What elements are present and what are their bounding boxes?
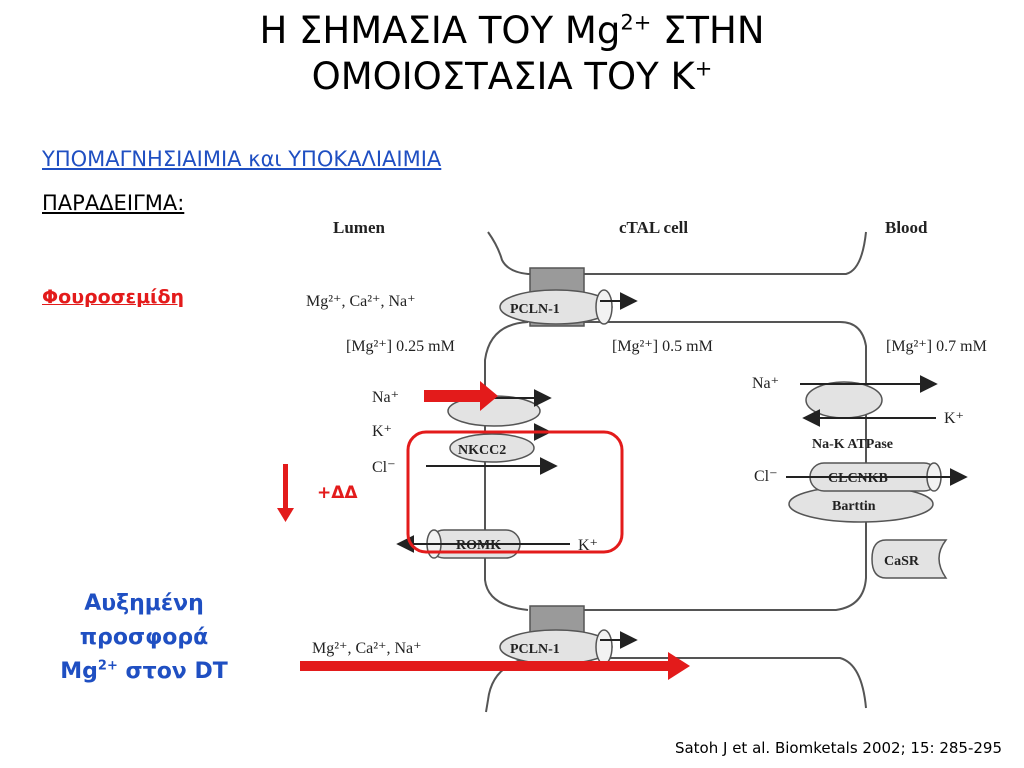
mg-delivery-red-arrow bbox=[300, 652, 690, 680]
title-line-1-superscript: 2+ bbox=[620, 10, 652, 35]
pcln1-top-label: PCLN-1 bbox=[510, 302, 560, 317]
title-line-2-superscript: + bbox=[694, 56, 713, 81]
title-line-2: ΟΜΟΙΟΣΤΑΣΙΑ ΤΟΥ Κ+ bbox=[0, 54, 1024, 100]
k-right-label: K⁺ bbox=[944, 410, 964, 427]
upper-cell-top-left bbox=[487, 231, 540, 275]
k-left-label: K⁺ bbox=[372, 423, 392, 440]
pcln1-top-channel-end bbox=[595, 289, 613, 325]
mg-lumen-concentration: [Mg²⁺] 0.25 mM bbox=[346, 338, 455, 355]
blood-label: Blood bbox=[885, 218, 928, 237]
drug-name: Φουροσεμίδη bbox=[42, 286, 185, 308]
slide-title: Η ΣΗΜΑΣΙΑ ΤΟΥ Mg2+ ΣΤΗΝ ΟΜΟΙΟΣΤΑΣΙΑ ΤΟΥ … bbox=[0, 8, 1024, 100]
cell-membrane-left bbox=[484, 321, 529, 611]
upper-cell-top-right bbox=[582, 231, 867, 275]
cl-right-label: Cl⁻ bbox=[754, 468, 778, 485]
romk-label: ROMK bbox=[456, 538, 501, 553]
increased-line-3-superscript: 2+ bbox=[97, 658, 118, 674]
cations-top-label: Mg²⁺, Ca²⁺, Na⁺ bbox=[306, 293, 416, 310]
pcln1-bottom-label: PCLN-1 bbox=[510, 642, 560, 657]
title-line-1: Η ΣΗΜΑΣΙΑ ΤΟΥ Mg2+ ΣΤΗΝ bbox=[0, 8, 1024, 54]
increased-line-1: Αυξημένη bbox=[84, 591, 204, 616]
pcln1-bottom-channel-end bbox=[595, 629, 613, 665]
increased-line-3-tail: στον DT bbox=[117, 659, 228, 684]
title-line-1-text: Η ΣΗΜΑΣΙΑ ΤΟΥ Mg bbox=[259, 9, 621, 52]
cations-bottom-label: Mg²⁺, Ca²⁺, Na⁺ bbox=[312, 640, 422, 657]
delta-label: +ΔΔ bbox=[317, 483, 358, 503]
k-romk-label: K⁺ bbox=[578, 537, 598, 554]
na-left-label: Na⁺ bbox=[372, 389, 399, 406]
nkcc2-transporter bbox=[449, 433, 535, 463]
delta-down-red-arrow bbox=[277, 464, 294, 522]
increased-line-3-text: Mg bbox=[60, 659, 98, 684]
cell-label: cTAL cell bbox=[619, 218, 688, 237]
increased-line-2: προσφορά bbox=[79, 625, 209, 650]
barttin-label: Barttin bbox=[832, 499, 876, 514]
increased-line-3: Mg2+ στον DT bbox=[26, 655, 262, 689]
na-right-label: Na⁺ bbox=[752, 375, 779, 392]
lower-cell-right bbox=[584, 657, 867, 709]
na-k-atpase-pump bbox=[805, 381, 883, 419]
section-heading: ΥΠΟΜΑΓΝΗΣΙΑΙΜΙΑ και ΥΠΟΚΑΛΙΑΙΜΙΑ bbox=[42, 147, 442, 171]
casr-receptor bbox=[871, 539, 948, 579]
example-label: ΠΑΡΑΔΕΙΓΜΑ: bbox=[42, 191, 185, 215]
mg-blood-concentration: [Mg²⁺] 0.7 mM bbox=[886, 338, 987, 355]
clcnkb-label: CLCNKB bbox=[828, 471, 888, 486]
nkcc2-romk-highlight-box bbox=[406, 430, 624, 554]
title-line-1-tail: ΣΤΗΝ bbox=[651, 9, 765, 52]
citation: Satoh J et al. Biomketals 2002; 15: 285-… bbox=[674, 739, 1002, 757]
casr-label: CaSR bbox=[884, 554, 920, 569]
nkcc2-label: NKCC2 bbox=[458, 443, 506, 458]
na-k-atpase-label: Na-K ATPase bbox=[812, 437, 893, 452]
lumen-label: Lumen bbox=[333, 218, 386, 237]
cl-left-label: Cl⁻ bbox=[372, 459, 396, 476]
title-line-2-text: ΟΜΟΙΟΣΤΑΣΙΑ ΤΟΥ Κ bbox=[311, 55, 695, 98]
cell-membrane-right bbox=[582, 321, 867, 611]
na-increase-red-arrow bbox=[424, 381, 498, 411]
increased-delivery-text: Αυξημένη προσφορά Mg2+ στον DT bbox=[26, 587, 262, 689]
mg-cell-concentration: [Mg²⁺] 0.5 mM bbox=[612, 338, 713, 355]
